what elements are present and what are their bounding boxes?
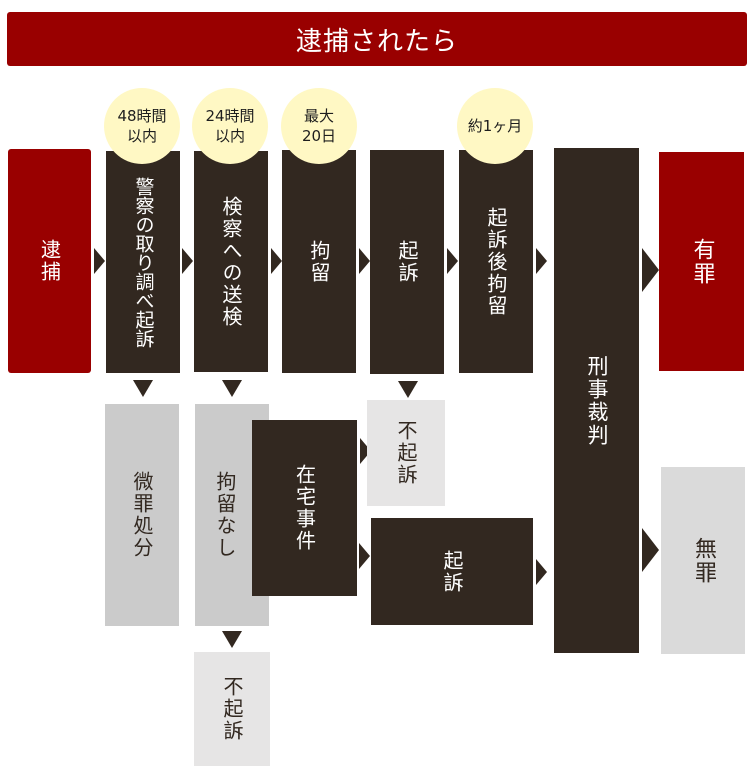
branch-label: 起訴 <box>440 549 464 594</box>
bubble-line: 20日 <box>301 127 337 145</box>
step-criminal-trial: 刑事裁判 <box>554 148 639 653</box>
step-post-prosecution-detention: 起訴後拘留 <box>459 150 533 373</box>
step-arrest: 逮捕 <box>8 149 91 373</box>
step-prosecution: 起訴 <box>370 150 444 374</box>
branch-non-prosecution-bottom: 不起訴 <box>194 652 270 766</box>
verdict-guilty: 有罪 <box>659 152 744 371</box>
arrow-right-icon <box>536 248 547 274</box>
step-label: 拘留 <box>307 239 331 284</box>
arrow-right-icon <box>536 559 547 585</box>
arrow-right-icon <box>360 438 371 464</box>
arrow-right-icon <box>642 248 659 292</box>
step-label: 起訴 <box>395 240 419 284</box>
step-label: 警察の取り調べ起訴 <box>132 176 155 348</box>
arrow-right-icon <box>271 248 282 274</box>
verdict-not-guilty: 無罪 <box>661 467 745 654</box>
step-label: 検察への送検 <box>219 195 243 328</box>
arrow-down-icon <box>133 380 153 397</box>
branch-label: 不起訴 <box>220 676 244 742</box>
time-bubble-20days: 最大 20日 <box>281 88 357 164</box>
step-label: 起訴後拘留 <box>484 206 508 317</box>
arrow-right-icon <box>642 528 659 572</box>
verdict-label: 有罪 <box>689 237 715 286</box>
step-label: 逮捕 <box>37 239 62 283</box>
arrow-right-icon <box>182 248 193 274</box>
arrow-right-icon <box>94 248 105 274</box>
bubble-line: 以内 <box>214 127 245 145</box>
arrow-down-icon <box>222 380 242 397</box>
branch-prosecution-bottom: 起訴 <box>371 518 533 625</box>
arrow-down-icon <box>398 381 418 398</box>
title-banner: 逮捕されたら <box>7 12 747 66</box>
step-label: 刑事裁判 <box>585 354 609 447</box>
branch-label: 在宅事件 <box>292 464 317 552</box>
branch-non-prosecution-top: 不起訴 <box>367 400 445 506</box>
step-sent-to-prosecutor: 検察への送検 <box>194 151 268 372</box>
arrow-down-icon <box>222 631 242 648</box>
time-bubble-48h: 48時間 以内 <box>104 88 180 164</box>
bubble-line: 約1ヶ月 <box>467 117 523 135</box>
branch-label: 拘留なし <box>213 471 237 559</box>
arrow-right-icon <box>447 248 458 274</box>
branch-minor-offense: 微罪処分 <box>105 404 179 626</box>
verdict-label: 無罪 <box>691 536 716 585</box>
step-detention: 拘留 <box>282 150 356 373</box>
arrow-right-icon <box>359 248 370 274</box>
bubble-line: 最大 <box>303 107 334 125</box>
step-police-investigation: 警察の取り調べ起訴 <box>106 151 180 373</box>
bubble-line: 48時間 <box>117 107 167 125</box>
branch-label: 微罪処分 <box>130 471 154 559</box>
time-bubble-1month: 約1ヶ月 <box>457 88 533 164</box>
bubble-line: 以内 <box>126 127 157 145</box>
bubble-line: 24時間 <box>205 107 255 125</box>
arrow-right-icon <box>359 543 370 569</box>
title-text: 逮捕されたら <box>295 26 458 57</box>
branch-label: 不起訴 <box>394 420 418 486</box>
branch-at-home-case: 在宅事件 <box>252 420 357 596</box>
time-bubble-24h: 24時間 以内 <box>192 88 268 164</box>
